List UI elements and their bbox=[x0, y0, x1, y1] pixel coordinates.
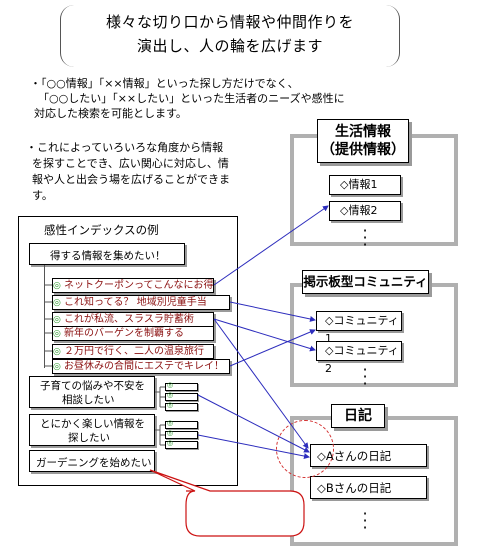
kansei-item-5-label: ２万円で行く、二人の温泉旅行 bbox=[64, 346, 205, 357]
heading-line-1: 様々な切り口から情報や仲間作りを bbox=[105, 13, 354, 31]
bullet-1-line-1: ・「○○情報」「××情報」といった探し方だけでなく、 bbox=[30, 77, 299, 90]
callout-text: 一つの情報へ複数の アクセスルートができ 見つけやすくなる bbox=[186, 494, 304, 533]
nikki-item-b[interactable]: ◇Bさんの日記 bbox=[310, 476, 427, 499]
callout-line-3: 見つけやすくなる bbox=[205, 521, 285, 532]
bullet-2-line-2: を探すことでき、広い関心に対応し、情 bbox=[32, 157, 229, 170]
nikki-more: ··· bbox=[362, 504, 368, 537]
seikatsu-title: 生活情報 （提供情報） bbox=[317, 119, 409, 163]
stub[interactable]: ◎ bbox=[165, 419, 198, 429]
kansei-group-tokusuru[interactable]: 得する情報を集めたい！ bbox=[29, 243, 185, 265]
kansei-item-2-label: これ知ってる？ 地域別児童手当 bbox=[64, 297, 207, 308]
item-icon: ◎ bbox=[53, 347, 61, 357]
bullet-2-line-4: す。 bbox=[32, 189, 53, 202]
kansei-title: 感性インデックスの例 bbox=[44, 223, 159, 237]
group2-line-1: 子育ての悩みや不安を bbox=[40, 380, 145, 392]
group3-line-1: とにかく楽しい情報を bbox=[40, 418, 145, 430]
kansei-item-5[interactable]: ◎ ２万円で行く、二人の温泉旅行 bbox=[52, 344, 214, 359]
item-icon: ◎ bbox=[53, 281, 61, 291]
keijiban-title: 掲示板型コミュニティ bbox=[302, 270, 429, 294]
item-icon: ◎ bbox=[167, 429, 174, 437]
stub[interactable]: ◎ bbox=[165, 401, 198, 411]
item-icon: ◎ bbox=[53, 298, 61, 308]
kansei-item-3[interactable]: ◎ これが私流、スラスラ貯蓄術 bbox=[52, 312, 214, 327]
heading-frame bbox=[60, 5, 400, 67]
bullet-2-line-1: ・これによっていろいろな角度から情報 bbox=[26, 141, 224, 154]
seikatsu-more: ··· bbox=[362, 221, 368, 254]
kansei-item-2[interactable]: ◎ これ知ってる？ 地域別児童手当 bbox=[52, 295, 230, 310]
seikatsu-item-2[interactable]: ◇情報2 bbox=[329, 201, 401, 221]
kansei-item-4[interactable]: ◎ 新年のバーゲンを制覇する bbox=[52, 326, 214, 341]
kansei-item-3-label: これが私流、スラスラ貯蓄術 bbox=[64, 314, 194, 325]
bullet-1: ・「○○情報」「××情報」といった探し方だけでなく、 「○○したい」「××したい… bbox=[30, 76, 345, 121]
seikatsu-title-line-1: 生活情報 bbox=[335, 124, 391, 140]
item-icon: ◎ bbox=[53, 315, 61, 325]
keijiban-panel bbox=[290, 283, 458, 387]
bullet-1-line-2: 「○○したい」「××したい」といった生活者のニーズや感性に bbox=[38, 92, 345, 105]
item-icon: ◎ bbox=[167, 391, 174, 399]
keijiban-more: ··· bbox=[362, 360, 368, 393]
stub[interactable]: ◎ bbox=[165, 429, 198, 439]
heading: 様々な切り口から情報や仲間作りを 演出し、人の輪を広げます bbox=[60, 10, 400, 58]
kansei-item-1[interactable]: ◎ ネットクーポンってこんなにお得 bbox=[52, 278, 214, 293]
nikki-title: 日記 bbox=[331, 404, 385, 428]
item-icon: ◎ bbox=[53, 362, 61, 372]
kansei-item-4-label: 新年のバーゲンを制覇する bbox=[64, 328, 185, 339]
nikki-item-a[interactable]: ◇Aさんの日記 bbox=[310, 444, 427, 467]
seikatsu-title-line-2: （提供情報） bbox=[321, 142, 405, 158]
kansei-group-kosodate[interactable]: 子育ての悩みや不安を 相談したい bbox=[29, 376, 155, 408]
item-icon: ◎ bbox=[167, 381, 174, 389]
keijiban-item-2[interactable]: ◇コミュニティ2 bbox=[316, 341, 402, 375]
seikatsu-item-1[interactable]: ◇情報1 bbox=[329, 175, 401, 195]
stub[interactable]: ◎ bbox=[165, 439, 198, 449]
highlight-circle bbox=[276, 420, 334, 478]
group1-tree-line bbox=[44, 265, 45, 368]
stub[interactable]: ◎ bbox=[165, 381, 198, 391]
kansei-item-1-label: ネットクーポンってこんなにお得 bbox=[64, 280, 214, 291]
callout-line-2: アクセスルートができ bbox=[195, 508, 295, 519]
group2-line-2: 相談したい bbox=[62, 394, 115, 406]
group3-line-2: 探したい bbox=[68, 432, 110, 444]
item-icon: ◎ bbox=[167, 401, 174, 409]
callout-line-1: 一つの情報へ複数の bbox=[200, 495, 290, 506]
heading-line-2: 演出し、人の輪を広げます bbox=[136, 37, 323, 55]
kansei-group-gardening[interactable]: ガーデニングを始めたい bbox=[29, 450, 155, 472]
item-icon: ◎ bbox=[167, 419, 174, 427]
stub[interactable]: ◎ bbox=[165, 391, 198, 401]
item-icon: ◎ bbox=[167, 439, 174, 447]
bullet-1-line-3: 対応した検索を可能とします。 bbox=[34, 107, 187, 120]
kansei-group-tanoshii[interactable]: とにかく楽しい情報を 探したい bbox=[29, 414, 155, 446]
keijiban-item-1[interactable]: ◇コミュニティ1 bbox=[316, 311, 402, 345]
kansei-item-6-label: お昼休みの合間にエステでキレイ！ bbox=[64, 361, 225, 372]
bullet-2: ・これによっていろいろな角度から情報 を探すことでき、広い関心に対応し、情 報や… bbox=[26, 140, 230, 204]
kansei-item-6[interactable]: ◎ お昼休みの合間にエステでキレイ！ bbox=[52, 359, 230, 374]
bullet-2-line-3: 報や人と出会う場を広げることができま bbox=[32, 173, 230, 186]
item-icon: ◎ bbox=[53, 329, 61, 339]
